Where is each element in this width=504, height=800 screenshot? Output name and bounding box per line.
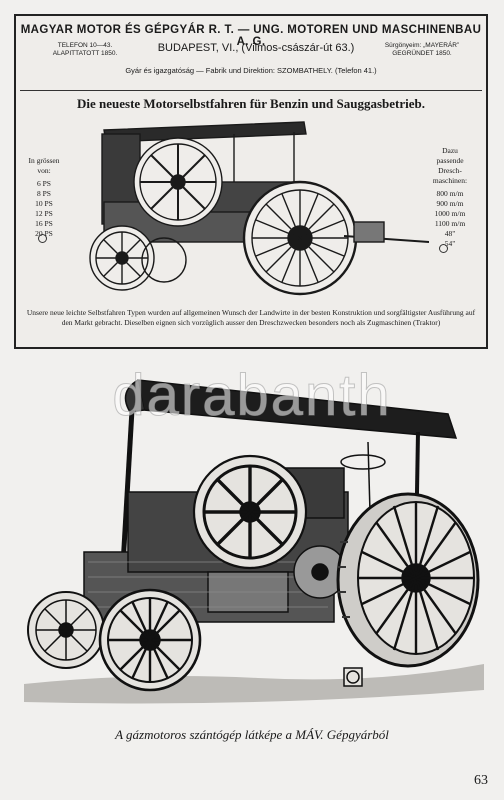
ad-title: Die neueste Motorselbstfahren für Benzin… — [77, 96, 425, 111]
list-item: 12 PS — [35, 209, 53, 218]
list-item: 48" — [444, 229, 456, 238]
tractor-engraving — [24, 379, 484, 704]
power-sizes-list: In grössen von: 6 PS 8 PS 10 PS 12 PS 16… — [24, 156, 64, 239]
threshing-machine-list: Dazu passende Dresch- maschinen: 800 m/m… — [424, 146, 476, 249]
list-item: 800 m/m — [436, 189, 464, 198]
telegram-founding-right: Sürgönyeim: „MAYERÁR” GEGRÜNDET 1850. — [384, 42, 460, 57]
phone-founding-left: TELEFON 10—43. ALAPITTATOTT 1850. — [52, 42, 118, 57]
ornament-circle — [38, 234, 47, 243]
list-item: 1100 m/m — [434, 219, 466, 228]
watermark: darabanth — [112, 363, 392, 429]
ornament-circle — [439, 244, 448, 253]
page-number: 63 — [474, 773, 488, 788]
list-item: 900 m/m — [436, 199, 464, 208]
factory-line: Gyár és igazgatóság — Fabrik und Direkti… — [125, 66, 377, 75]
list-item: 10 PS — [35, 199, 53, 208]
ad-body-text: Unsere neue leichte Selbstfahren Typen w… — [26, 308, 476, 327]
list-item: 1000 m/m — [434, 209, 466, 218]
list-item: 6 PS — [37, 179, 51, 188]
list-item: 16 PS — [35, 219, 53, 228]
company-name: MAGYAR MOTOR ÉS GÉPGYÁR R. T. — UNG. MOT… — [20, 24, 482, 48]
list-item: 54" — [444, 239, 456, 248]
tractor-illustration-small — [89, 121, 429, 296]
list-item: 20 PS — [35, 229, 53, 238]
figure-caption: A gázmotoros szántógép látképe a MÁV. Gé… — [115, 727, 389, 742]
company-address: BUDAPEST, VI., (Vilmos-császár-út 63.) — [157, 42, 355, 54]
ad-header: MAGYAR MOTOR ÉS GÉPGYÁR R. T. — UNG. MOT… — [20, 20, 482, 91]
advertisement-panel: MAGYAR MOTOR ÉS GÉPGYÁR R. T. — UNG. MOT… — [14, 14, 488, 349]
list-item: 8 PS — [37, 189, 51, 198]
